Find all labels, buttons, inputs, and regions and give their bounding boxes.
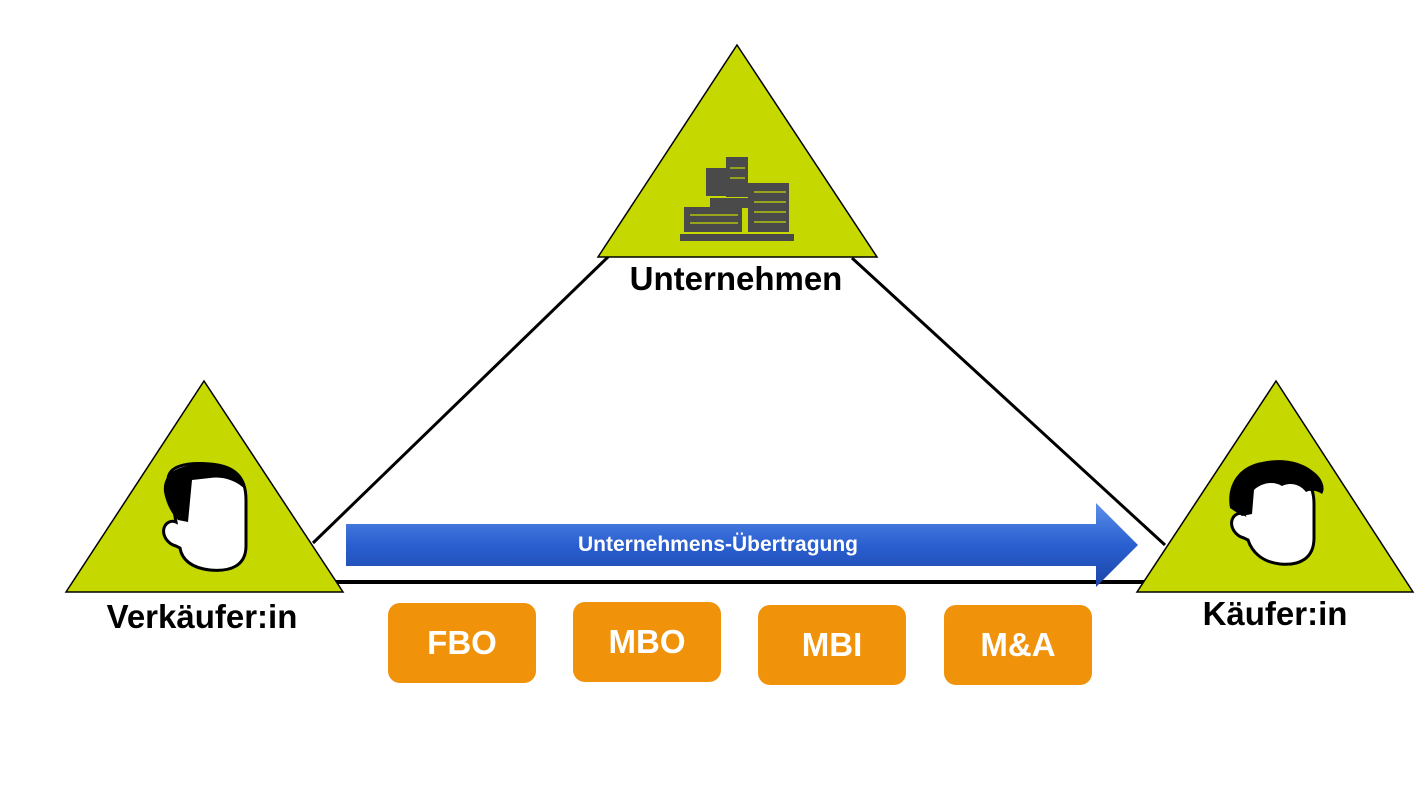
seller-label: Verkäufer:in [106,598,298,635]
person-buyer-icon [1229,460,1324,566]
company-triangle [596,43,879,258]
edge-company-seller [311,253,612,545]
person-seller-icon [162,462,248,572]
method-box-fbo[interactable]: FBO [388,603,536,683]
building-icon [680,157,794,241]
company-label: Unternehmen [629,260,843,297]
edge-company-buyer [850,256,1167,547]
method-box-mbo[interactable]: MBO [573,602,721,682]
method-box-mbi[interactable]: MBI [758,605,906,685]
transfer-arrow-label: Unternehmens-Übertragung [577,533,859,556]
transfer-arrow [346,503,1138,587]
buyer-label: Käufer:in [1202,595,1348,632]
method-box-ma[interactable]: M&A [944,605,1092,685]
